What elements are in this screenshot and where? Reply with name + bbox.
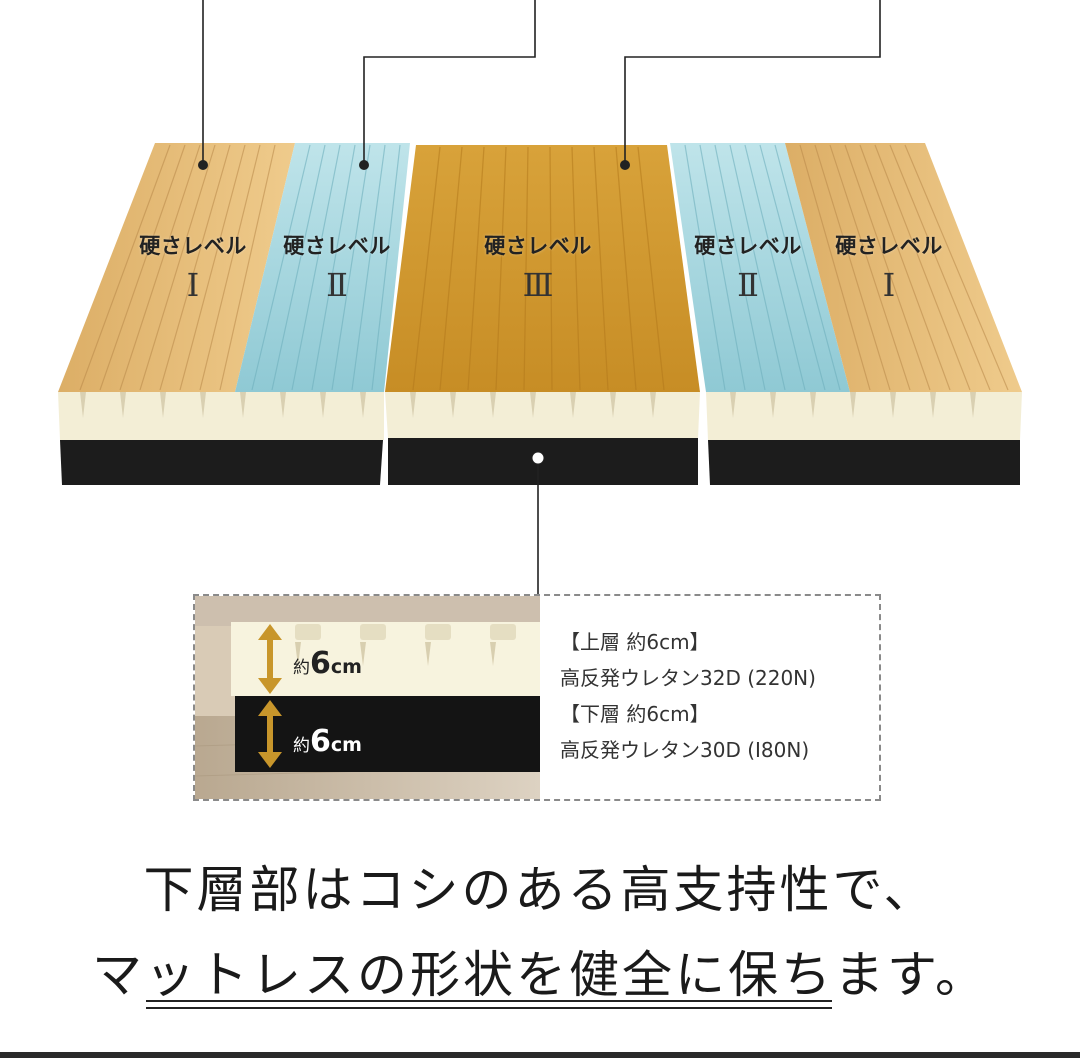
thickness-arrows <box>258 624 282 768</box>
headline-line-2: マットレスの形状を健全に保ちます。 <box>92 946 988 1004</box>
right-top-white-layer <box>706 392 1022 440</box>
bottom-layer-thickness-label: 約6cm <box>293 724 362 759</box>
zone-label-middle: 硬さレベル <box>484 234 592 258</box>
callout-dot-layers <box>531 451 545 465</box>
spec-line-top-material: 高反発ウレタン32D (220N) <box>560 666 816 690</box>
zone-level-left-blue: Ⅱ <box>326 266 348 304</box>
zone-level-left-beige: Ⅰ <box>186 266 200 304</box>
middle-top-white-layer <box>385 392 700 438</box>
callout-line-level2 <box>363 0 536 165</box>
mattress-right-section <box>670 143 1022 485</box>
left-beige-zone <box>58 143 295 392</box>
left-bottom-layer <box>60 440 383 485</box>
callout-dot-level1 <box>198 160 208 170</box>
layer-cross-section-photo: 約6cm 約6cm <box>195 596 540 799</box>
zone-label-right-blue: 硬さレベル <box>694 234 802 258</box>
zone-level-right-beige: Ⅰ <box>882 266 896 304</box>
top-layer-thickness-label: 約6cm <box>293 646 362 681</box>
spec-line-top-heading: 【上層 約6cm】 <box>560 630 710 654</box>
zone-label-left-blue: 硬さレベル <box>283 234 391 258</box>
zone-level-middle: Ⅲ <box>522 266 554 304</box>
layer-spec-list: 【上層 約6cm】 高反発ウレタン32D (220N) 【下層 約6cm】 高反… <box>560 624 880 768</box>
spec-line-bottom-material: 高反発ウレタン30D (I80N) <box>560 738 810 762</box>
zone-level-right-blue: Ⅱ <box>737 266 759 304</box>
callout-dot-level2 <box>359 160 369 170</box>
mattress-middle-section <box>385 145 700 485</box>
layer-detail-box: 約6cm 約6cm 【上層 約6cm】 高反発ウレタン32D (220N) 【下… <box>193 594 881 801</box>
callout-dot-level3 <box>620 160 630 170</box>
callout-lines <box>202 0 881 594</box>
bottom-divider <box>0 1052 1080 1058</box>
zone-label-right-beige: 硬さレベル <box>835 234 943 258</box>
zone-label-left-beige: 硬さレベル <box>139 234 247 258</box>
callout-line-level3 <box>624 0 881 165</box>
headline-line-1: 下層部はコシのある高支持性で、 <box>143 861 937 919</box>
headline-underline-2 <box>146 1007 832 1009</box>
mattress-left-section <box>58 143 410 485</box>
spec-line-bottom-heading: 【下層 約6cm】 <box>560 702 710 726</box>
right-beige-zone <box>785 143 1022 392</box>
left-blue-zone <box>235 143 410 392</box>
right-bottom-layer <box>708 440 1020 485</box>
headline-underline <box>146 1000 832 1002</box>
left-top-white-layer <box>58 392 384 440</box>
